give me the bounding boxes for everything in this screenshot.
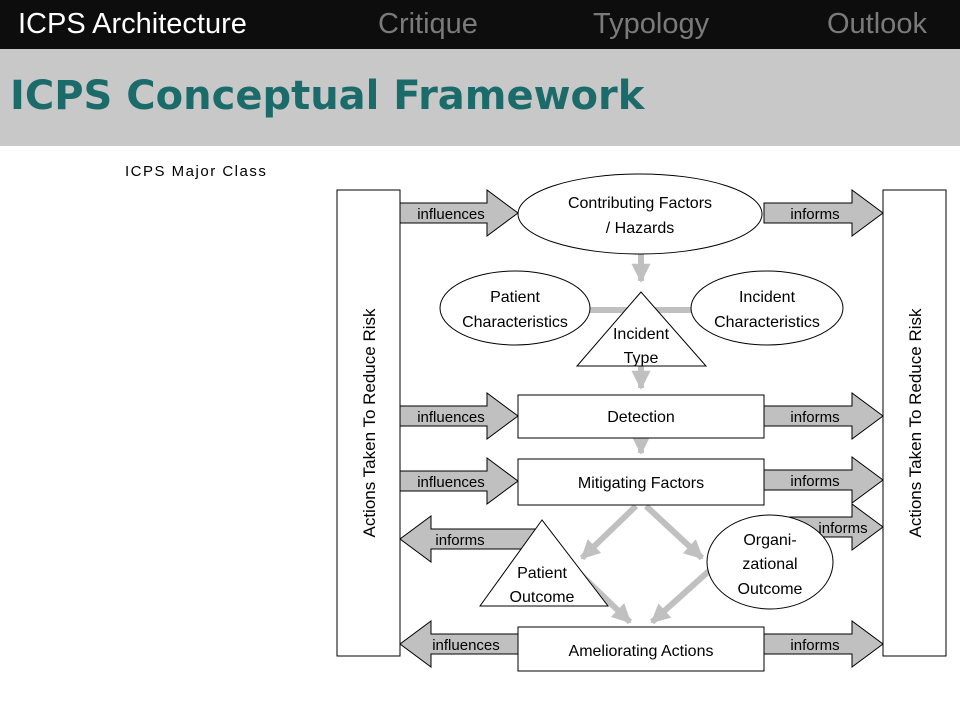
patient-outcome-node: Patient Outcome (479, 519, 610, 607)
informs-label: informs (818, 520, 867, 537)
influences-arrow-detection: influences (399, 392, 519, 440)
informs-label: informs (435, 532, 484, 549)
title-band: ICPS Conceptual Framework (0, 49, 960, 146)
influences-arrow-contributing-factors: influences (399, 189, 519, 237)
svg-text:Incident: Incident (613, 326, 670, 343)
svg-text:Detection: Detection (607, 409, 675, 426)
svg-text:Organi-: Organi- (743, 532, 796, 549)
nav-item-outlook[interactable]: Outlook (827, 8, 927, 40)
svg-text:Outcome: Outcome (510, 589, 575, 606)
incident-type-node: Incident Type (575, 291, 708, 367)
svg-text:Patient: Patient (517, 565, 567, 582)
detection-node: Detection (517, 394, 765, 439)
nav-item-critique[interactable]: Critique (378, 8, 478, 40)
right-side-bar-label: Actions Taken To Reduce Risk (906, 308, 925, 537)
informs-arrow-ameliorating-actions: informs (763, 620, 884, 668)
svg-text:Ameliorating Actions: Ameliorating Actions (569, 643, 714, 660)
informs-arrow-contributing-factors: informs (763, 189, 884, 237)
influences-label: influences (417, 409, 485, 426)
major-class-label: ICPS Major Class (125, 163, 268, 180)
informs-arrow-detection: informs (763, 392, 884, 440)
influences-arrow-mitigating-factors: influences (399, 457, 519, 505)
left-side-bar: Actions Taken To Reduce Risk (336, 189, 401, 657)
svg-text:Characteristics: Characteristics (714, 314, 820, 331)
svg-text:Outcome: Outcome (738, 581, 803, 598)
informs-arrow-organizational-outcome: informs (789, 503, 884, 551)
nav-item-icps-architecture[interactable]: ICPS Architecture (18, 8, 247, 40)
influences-label: influences (417, 474, 485, 491)
mitigating-factors-node: Mitigating Factors (517, 458, 765, 506)
incident-characteristics-node: Incident Characteristics (690, 270, 844, 346)
influences-arrow-ameliorating-actions: influences (399, 620, 519, 668)
patient-characteristics-node: Patient Characteristics (439, 270, 591, 346)
organizational-outcome-node: Organi- zational Outcome (706, 514, 834, 610)
svg-text:Contributing Factors: Contributing Factors (568, 195, 712, 212)
right-side-bar: Actions Taken To Reduce Risk (882, 189, 947, 657)
svg-text:zational: zational (742, 556, 797, 573)
svg-text:/ Hazards: / Hazards (606, 220, 674, 237)
informs-label: informs (790, 473, 839, 490)
informs-arrows: informs informs informs informs informs … (399, 189, 884, 668)
svg-text:Incident: Incident (739, 289, 796, 306)
influences-arrows: influences influences influences influen… (399, 189, 519, 668)
informs-label: informs (790, 206, 839, 223)
svg-text:Mitigating Factors: Mitigating Factors (578, 475, 704, 492)
page-title: ICPS Conceptual Framework (10, 73, 645, 119)
contributing-factors-node: Contributing Factors / Hazards (517, 173, 763, 255)
svg-text:Patient: Patient (490, 289, 540, 306)
left-side-bar-label: Actions Taken To Reduce Risk (360, 308, 379, 537)
svg-text:Characteristics: Characteristics (462, 314, 568, 331)
informs-arrow-mitigating-factors: informs (763, 456, 884, 504)
top-navigation: ICPS Architecture Critique Typology Outl… (0, 0, 960, 49)
influences-label: influences (432, 637, 500, 654)
svg-text:Type: Type (624, 350, 659, 367)
nav-item-typology[interactable]: Typology (593, 8, 710, 40)
informs-label: informs (790, 637, 839, 654)
informs-label: informs (790, 409, 839, 426)
influences-label: influences (417, 206, 485, 223)
ameliorating-actions-node: Ameliorating Actions (517, 626, 765, 672)
